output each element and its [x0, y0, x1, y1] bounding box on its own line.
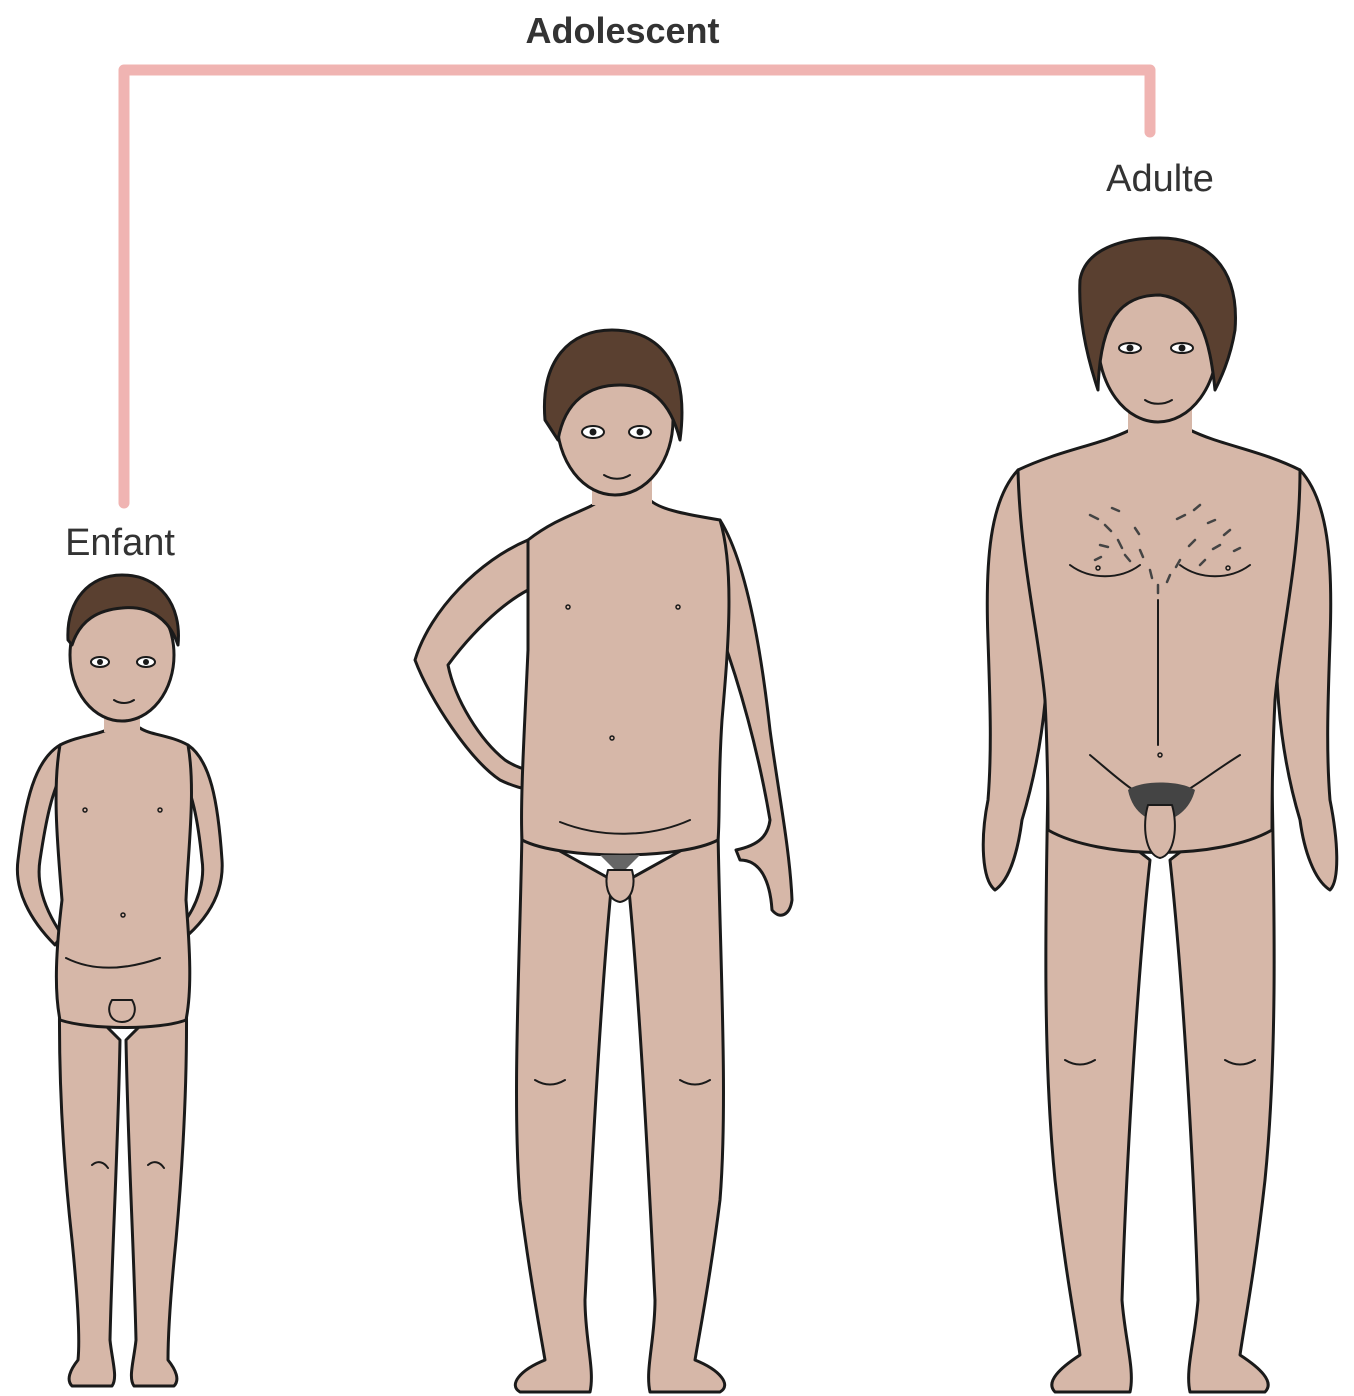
child-figure	[17, 575, 222, 1386]
adult-figure	[983, 238, 1337, 1392]
adolescent-figure	[415, 330, 792, 1392]
